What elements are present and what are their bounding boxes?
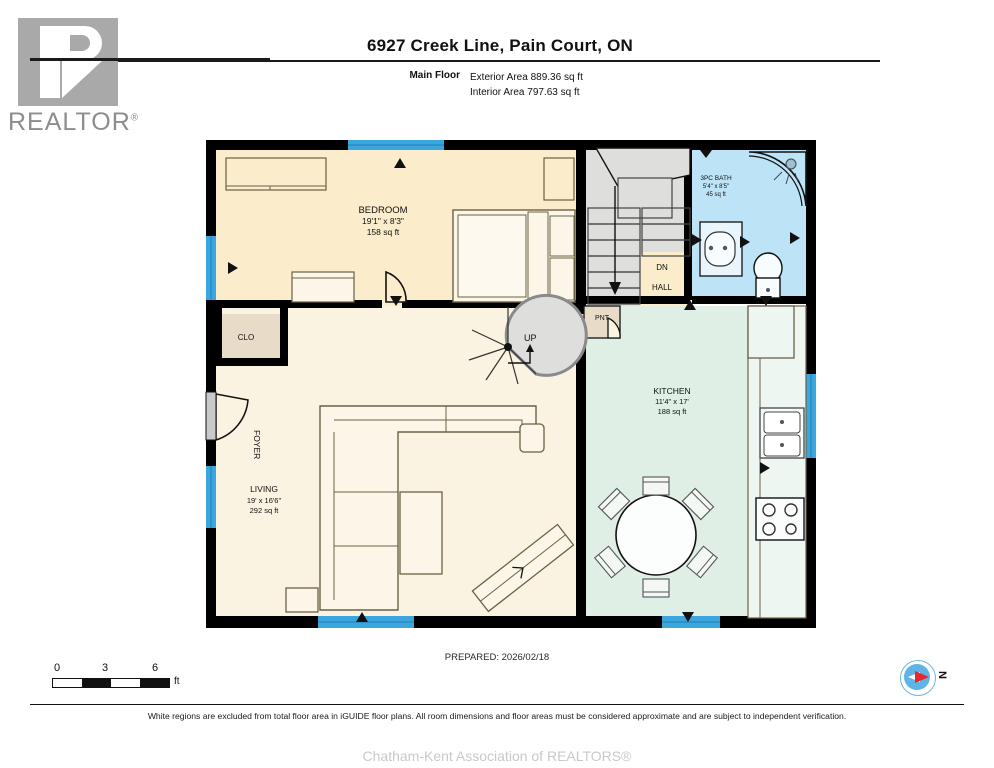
compass-north-label: N: [935, 671, 948, 679]
realtor-r-icon: [18, 18, 118, 106]
scale-tick-3: 3: [102, 662, 109, 674]
stair-direction-dn: DN: [656, 263, 668, 272]
bedroom: BEDROOM 19'1" x 8'3" 158 sq ft: [225, 157, 576, 303]
room-label-clo: CLO: [238, 333, 254, 342]
scale-tick-0: 0: [54, 662, 61, 674]
prepared-date: PREPARED: 2026/02/18: [444, 652, 550, 663]
area-summary: Exterior Area 889.36 sq ft Interior Area…: [470, 70, 583, 100]
room-label-pnt: PNT: [595, 315, 610, 322]
stair-direction-up: UP: [524, 333, 537, 343]
room-dims-bath: 5'4" x 8'5": [703, 184, 729, 190]
room-label-bedroom: BEDROOM: [358, 205, 407, 216]
room-label-hall: HALL: [652, 283, 673, 292]
scale-unit: ft: [174, 676, 180, 687]
room-area-bath: 45 sq ft: [706, 192, 726, 198]
registered-mark: ®: [130, 112, 140, 124]
room-dims-living: 19' x 16'6": [247, 496, 282, 505]
floor-label: Main Floor: [409, 70, 460, 81]
room-area-kitchen: 188 sq ft: [658, 407, 688, 416]
realtor-wordmark: REALTOR®: [8, 108, 139, 137]
foyer-area: CLO FOYER: [205, 314, 280, 459]
association-watermark: Chatham-Kent Association of REALTORS®: [362, 748, 632, 764]
room-label-living: LIVING: [250, 484, 278, 494]
room-area-bedroom: 158 sq ft: [367, 227, 400, 237]
exterior-area: Exterior Area 889.36 sq ft: [470, 72, 583, 83]
scale-bar: [52, 678, 170, 688]
kitchen: KITCHEN 11'4" x 17' 188 sq ft: [594, 305, 807, 619]
pantry-closet: PNT: [583, 305, 621, 339]
title-divider: [118, 60, 880, 62]
scale-tick-6: 6: [152, 662, 159, 674]
room-label-bath: 3PC BATH: [700, 175, 732, 182]
room-dims-kitchen: 11'4" x 17': [655, 397, 689, 406]
page-title: 6927 Creek Line, Pain Court, ON: [366, 36, 633, 55]
logo-rule: [30, 58, 270, 61]
spiral-staircase-up: UP: [468, 293, 588, 385]
footer-divider: [30, 704, 964, 705]
windows: [206, 140, 816, 628]
room-dims-bedroom: 19'1" x 8'3": [362, 216, 404, 226]
view-direction-arrows: [228, 150, 800, 622]
room-area-living: 292 sq ft: [250, 506, 280, 515]
living-furniture: LIVING 19' x 16'6" 292 sq ft: [247, 405, 575, 613]
realtor-logo: REALTOR®: [8, 18, 138, 136]
realtor-brand-text: REALTOR: [8, 108, 131, 136]
staircase-down: DN HALL: [587, 147, 691, 305]
compass-rose: N: [900, 660, 960, 696]
room-label-foyer: FOYER: [252, 430, 262, 459]
interior-area: Interior Area 797.63 sq ft: [470, 87, 580, 98]
disclaimer-text: White regions are excluded from total fl…: [147, 711, 847, 721]
scale-bar-group: 0 3 6: [48, 662, 188, 676]
room-label-kitchen: KITCHEN: [653, 386, 690, 396]
